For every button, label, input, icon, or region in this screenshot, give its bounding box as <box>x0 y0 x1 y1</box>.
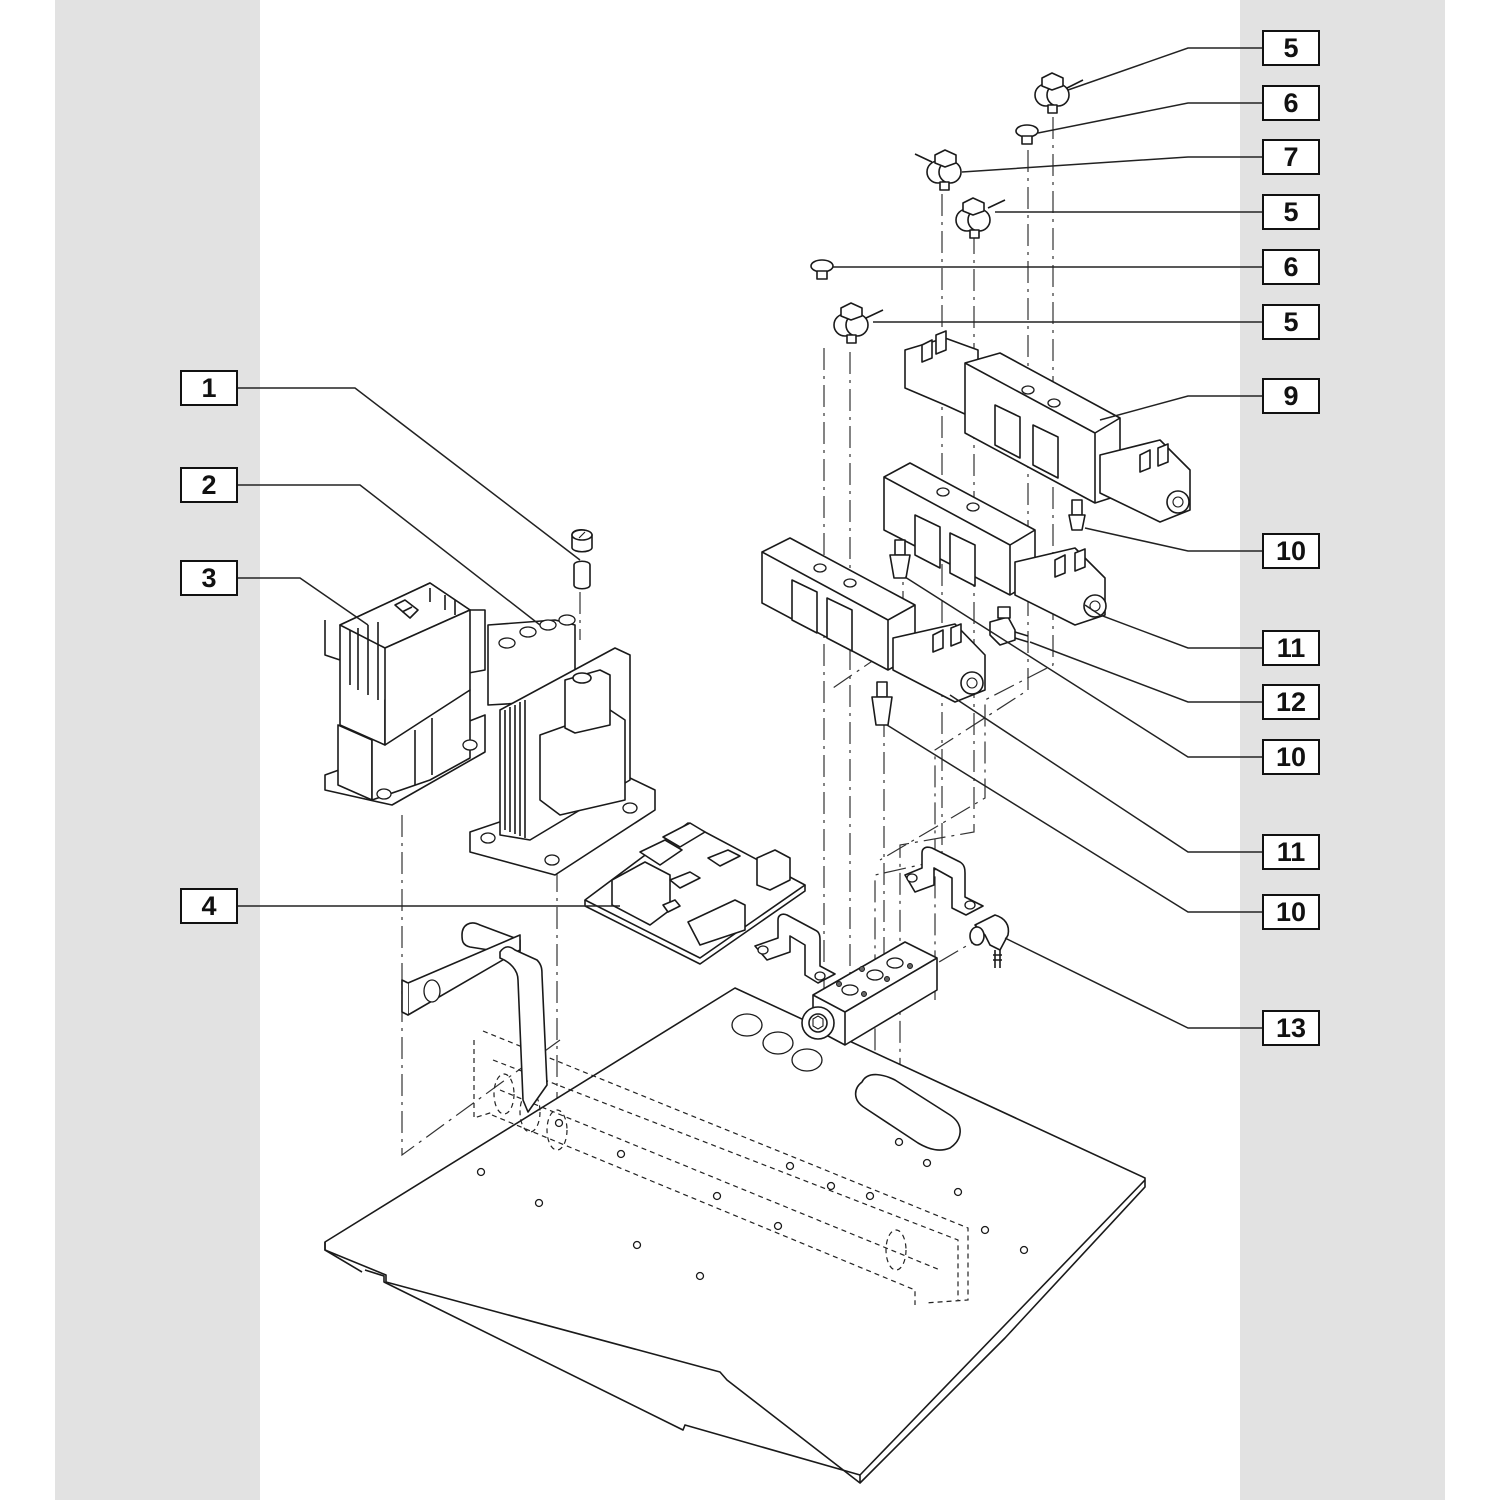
solenoid-valve-top <box>904 330 1191 523</box>
crank-handle <box>401 922 548 1113</box>
callout-10: 10 <box>1262 533 1320 569</box>
circuit-board <box>584 822 806 965</box>
callout-5: 5 <box>1262 30 1320 66</box>
callout-7: 7 <box>1262 139 1320 175</box>
callout-1: 1 <box>180 370 238 406</box>
banjo-fitting-3 <box>955 197 1006 239</box>
callout-2: 2 <box>180 467 238 503</box>
callout-4: 4 <box>180 888 238 924</box>
callout-5: 5 <box>1262 304 1320 340</box>
leader-lines <box>238 47 1262 1029</box>
mounting-bracket-left <box>754 913 836 984</box>
silencer-bottom <box>871 681 893 726</box>
callout-13: 13 <box>1262 1010 1320 1046</box>
contactor <box>324 582 486 806</box>
left-margin-strip <box>55 0 260 1500</box>
plug-screw-2 <box>810 259 834 280</box>
callout-3: 3 <box>180 560 238 596</box>
callout-6: 6 <box>1262 85 1320 121</box>
callout-6: 6 <box>1262 249 1320 285</box>
silencer-middle <box>889 539 911 579</box>
mounting-holes <box>476 1118 1029 1281</box>
callout-11: 11 <box>1262 834 1320 870</box>
callout-12: 12 <box>1262 684 1320 720</box>
transformer <box>469 614 656 876</box>
callout-10: 10 <box>1262 739 1320 775</box>
banjo-fitting-1 <box>1034 72 1084 114</box>
callout-9: 9 <box>1262 378 1320 414</box>
callout-10: 10 <box>1262 894 1320 930</box>
callout-5: 5 <box>1262 194 1320 230</box>
elbow-hose-fitting <box>969 914 1010 968</box>
plug-screw-1 <box>1015 124 1039 145</box>
fuse-holder <box>571 528 593 590</box>
silencer-top <box>1068 499 1086 531</box>
banjo-fitting-4 <box>833 302 884 344</box>
base-plate <box>324 987 1146 1484</box>
manifold-block <box>801 941 938 1046</box>
solenoid-valve-bottom <box>761 537 986 703</box>
mounting-bracket-right <box>904 846 984 916</box>
solenoid-valve-middle <box>883 462 1107 626</box>
banjo-fitting-2 <box>914 149 962 191</box>
callout-11: 11 <box>1262 630 1320 666</box>
hidden-rail <box>473 1030 969 1305</box>
elbow-fitting <box>989 606 1029 646</box>
